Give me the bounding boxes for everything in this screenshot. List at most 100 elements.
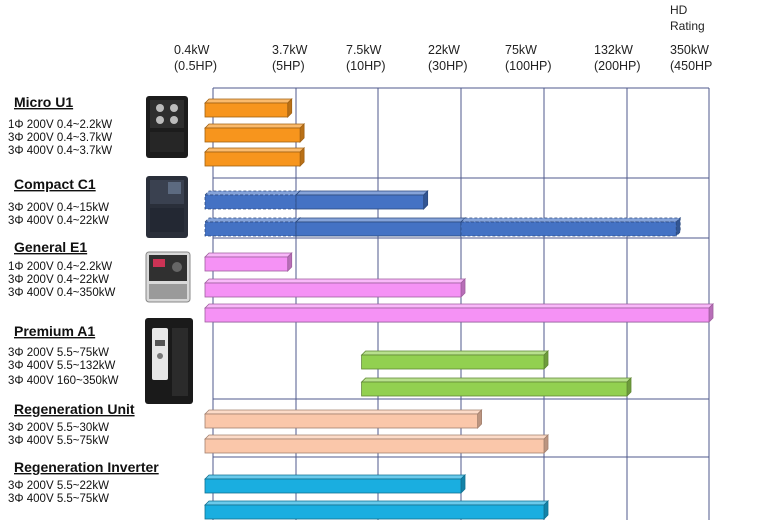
group-title: General E1	[14, 239, 87, 255]
bar-segment	[204, 98, 293, 118]
series-row-label: 3Φ 400V 160~350kW	[8, 375, 119, 387]
bar-top-face	[204, 98, 293, 104]
bar-front-face	[204, 256, 289, 272]
bar-front-face	[204, 102, 289, 118]
bar-segment-dashed	[204, 217, 301, 237]
bar-top-face	[360, 377, 632, 383]
rating-header-line1: HD	[670, 3, 688, 17]
series-row-label: 3Φ 200V 0.4~22kW	[8, 274, 109, 286]
bar-segment	[360, 377, 632, 397]
bar-front-face	[204, 504, 545, 520]
x-tick-label-hp: (10HP)	[346, 59, 386, 73]
x-tick-label-hp: (100HP)	[505, 59, 552, 73]
product-group: Regeneration Inverter 3Φ 200V 5.5~22kW3Φ …	[8, 459, 549, 520]
bar-side-face	[675, 217, 681, 237]
x-axis-ticks: HD Rating 0.4kW (0.5HP) 3.7kW (5HP) 7.5kW (10HP…	[174, 3, 712, 73]
x-tick-label-hp: (5HP)	[272, 59, 305, 73]
bar-top-face	[204, 434, 549, 440]
x-tick-label-hp: (30HP)	[428, 59, 468, 73]
bar-top-face	[204, 278, 466, 284]
bar-front-face	[295, 194, 425, 210]
series-row-label: 3Φ 200V 5.5~30kW	[8, 422, 109, 434]
x-tick-label-kw: 22kW	[428, 43, 460, 57]
bar-segment	[204, 500, 549, 520]
compact-product-icon	[146, 176, 188, 238]
series-row-label: 3Φ 400V 5.5~75kW	[8, 493, 109, 505]
bar-top-face	[204, 409, 483, 415]
bar-front-face	[460, 221, 677, 237]
bar-front-face	[204, 438, 545, 454]
bar-segment-dashed	[460, 217, 682, 237]
series-row-label: 3Φ 400V 0.4~3.7kW	[8, 145, 112, 157]
x-tick-label-hp: (200HP)	[594, 59, 641, 73]
bar-top-face	[295, 217, 466, 223]
bar-segment	[204, 278, 466, 298]
bar-segment-dashed	[204, 190, 301, 210]
x-tick-label-hp: (450HP	[670, 59, 712, 73]
bar-segment	[204, 474, 466, 494]
bar-front-face	[361, 354, 545, 370]
bar-top-face	[204, 252, 293, 258]
bar-front-face	[361, 381, 628, 397]
group-title: Regeneration Inverter	[14, 459, 159, 475]
bar-front-face	[204, 478, 462, 494]
group-title: Regeneration Unit	[14, 401, 135, 417]
series-row-label: 1Φ 200V 0.4~2.2kW	[8, 119, 112, 131]
bar-front-face	[204, 307, 710, 323]
bar-front-face	[295, 221, 462, 237]
bar-top-face	[204, 303, 714, 309]
series-row-label: 3Φ 200V 0.4~15kW	[8, 202, 109, 214]
bar-segment	[204, 123, 306, 143]
series-row-label: 3Φ 200V 5.5~75kW	[8, 347, 109, 359]
bar-top-face	[460, 217, 682, 223]
group-title: Compact C1	[14, 176, 96, 192]
series-row-label: 3Φ 400V 0.4~350kW	[8, 287, 115, 299]
general-product-icon	[145, 251, 191, 303]
x-tick-label-kw: 3.7kW	[272, 43, 308, 57]
series-row-label: 3Φ 200V 0.4~3.7kW	[8, 132, 112, 144]
rating-header-line2: Rating	[670, 19, 705, 33]
series-row-label: 3Φ 200V 5.5~22kW	[8, 480, 109, 492]
x-tick-label-kw: 75kW	[505, 43, 537, 57]
bar-top-face	[204, 474, 466, 480]
series-row-label: 3Φ 400V 5.5~132kW	[8, 360, 115, 372]
bar-segment	[204, 409, 483, 429]
bar-top-face	[204, 500, 549, 506]
bar-top-face	[360, 350, 549, 356]
bar-front-face	[204, 127, 301, 143]
x-tick-label-hp: (0.5HP)	[174, 59, 217, 73]
micro-product-icon	[146, 96, 188, 158]
bar-segment	[204, 303, 714, 323]
series-row-label: 3Φ 400V 0.4~22kW	[8, 215, 109, 227]
bar-top-face	[204, 147, 306, 153]
premium-product-icon	[145, 318, 193, 404]
group-title: Micro U1	[14, 94, 73, 110]
series-row-label: 3Φ 400V 5.5~75kW	[8, 435, 109, 447]
bar-segment	[295, 190, 429, 210]
bar-segment	[295, 217, 466, 237]
bar-top-face	[204, 217, 301, 223]
bar-front-face	[204, 151, 301, 167]
x-tick-label-kw: 0.4kW	[174, 43, 210, 57]
bar-front-face	[204, 413, 479, 429]
bar-segment	[204, 434, 549, 454]
series-row-label: 1Φ 200V 0.4~2.2kW	[8, 261, 112, 273]
bar-front-face	[204, 282, 462, 298]
bar-front-face	[204, 194, 297, 210]
x-tick-label-kw: 7.5kW	[346, 43, 382, 57]
bar-top-face	[204, 123, 306, 129]
x-tick-label-kw: 132kW	[594, 43, 633, 57]
bar-segment	[204, 147, 306, 167]
group-title: Premium A1	[14, 323, 95, 339]
x-tick-label-kw: 350kW	[670, 43, 709, 57]
bar-segment	[360, 350, 549, 370]
bar-top-face	[204, 190, 301, 196]
bar-top-face	[295, 190, 429, 196]
